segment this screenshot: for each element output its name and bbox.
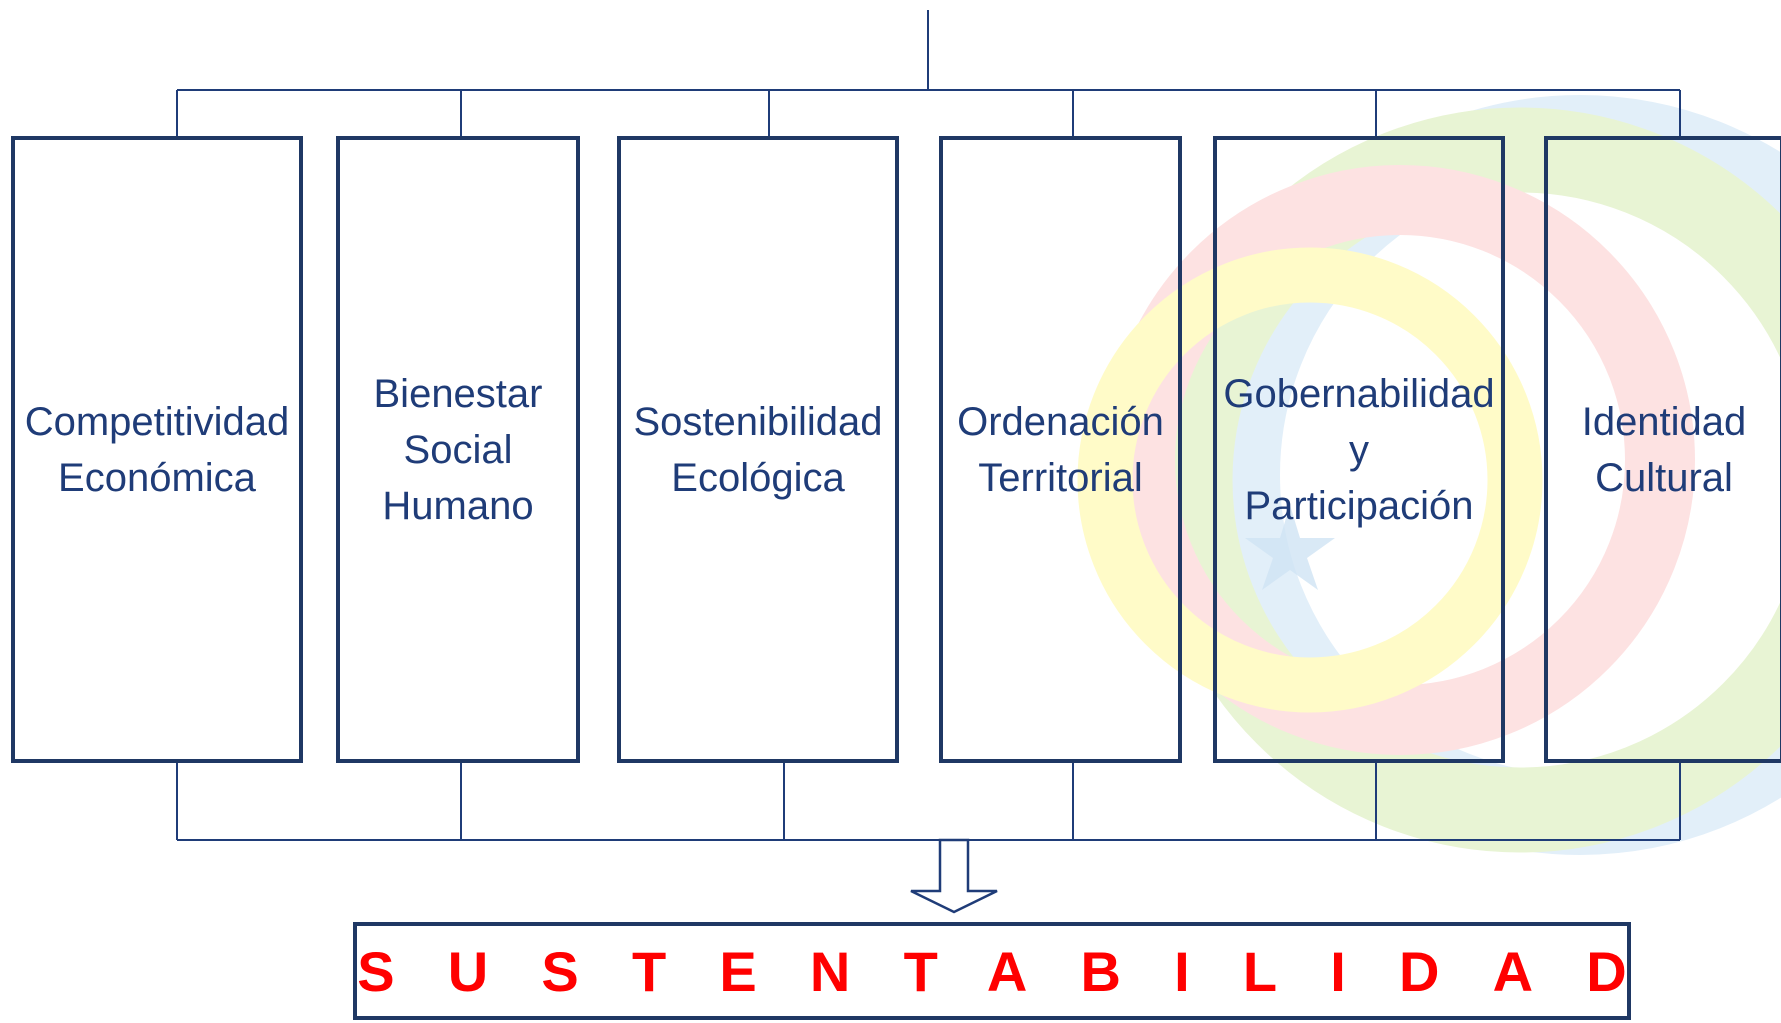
concentric-rings-logo-icon <box>1077 95 1781 855</box>
pillar-label: Gobernabilidad y Participación <box>1223 371 1495 528</box>
pillar-sostenibilidad-ecologica: Sostenibilidad Ecológica <box>617 136 899 763</box>
pillar-label: Competitividad Económica <box>24 399 290 500</box>
pillar-label: Sostenibilidad Ecológica <box>633 399 883 500</box>
pillar-bienestar-social-humano: Bienestar Social Humano <box>336 136 580 763</box>
pillar-ordenacion-territorial: Ordenación Territorial <box>939 136 1182 763</box>
connector-lines <box>176 10 1681 841</box>
pillar-label: Bienestar Social Humano <box>373 371 543 528</box>
pillar-competitividad-economica: Competitividad Económica <box>11 136 303 763</box>
pillar-gobernabilidad-participacion: Gobernabilidad y Participación <box>1213 136 1505 763</box>
pillar-label: Ordenación Territorial <box>957 399 1164 500</box>
sustentabilidad-box: SUSTENTABILIDAD <box>353 922 1631 1020</box>
down-arrow-icon <box>910 838 998 914</box>
sustentabilidad-label: SUSTENTABILIDAD <box>357 939 1680 1003</box>
pillar-label: Identidad Cultural <box>1581 399 1747 500</box>
pillar-identidad-cultural: Identidad Cultural <box>1544 136 1781 763</box>
